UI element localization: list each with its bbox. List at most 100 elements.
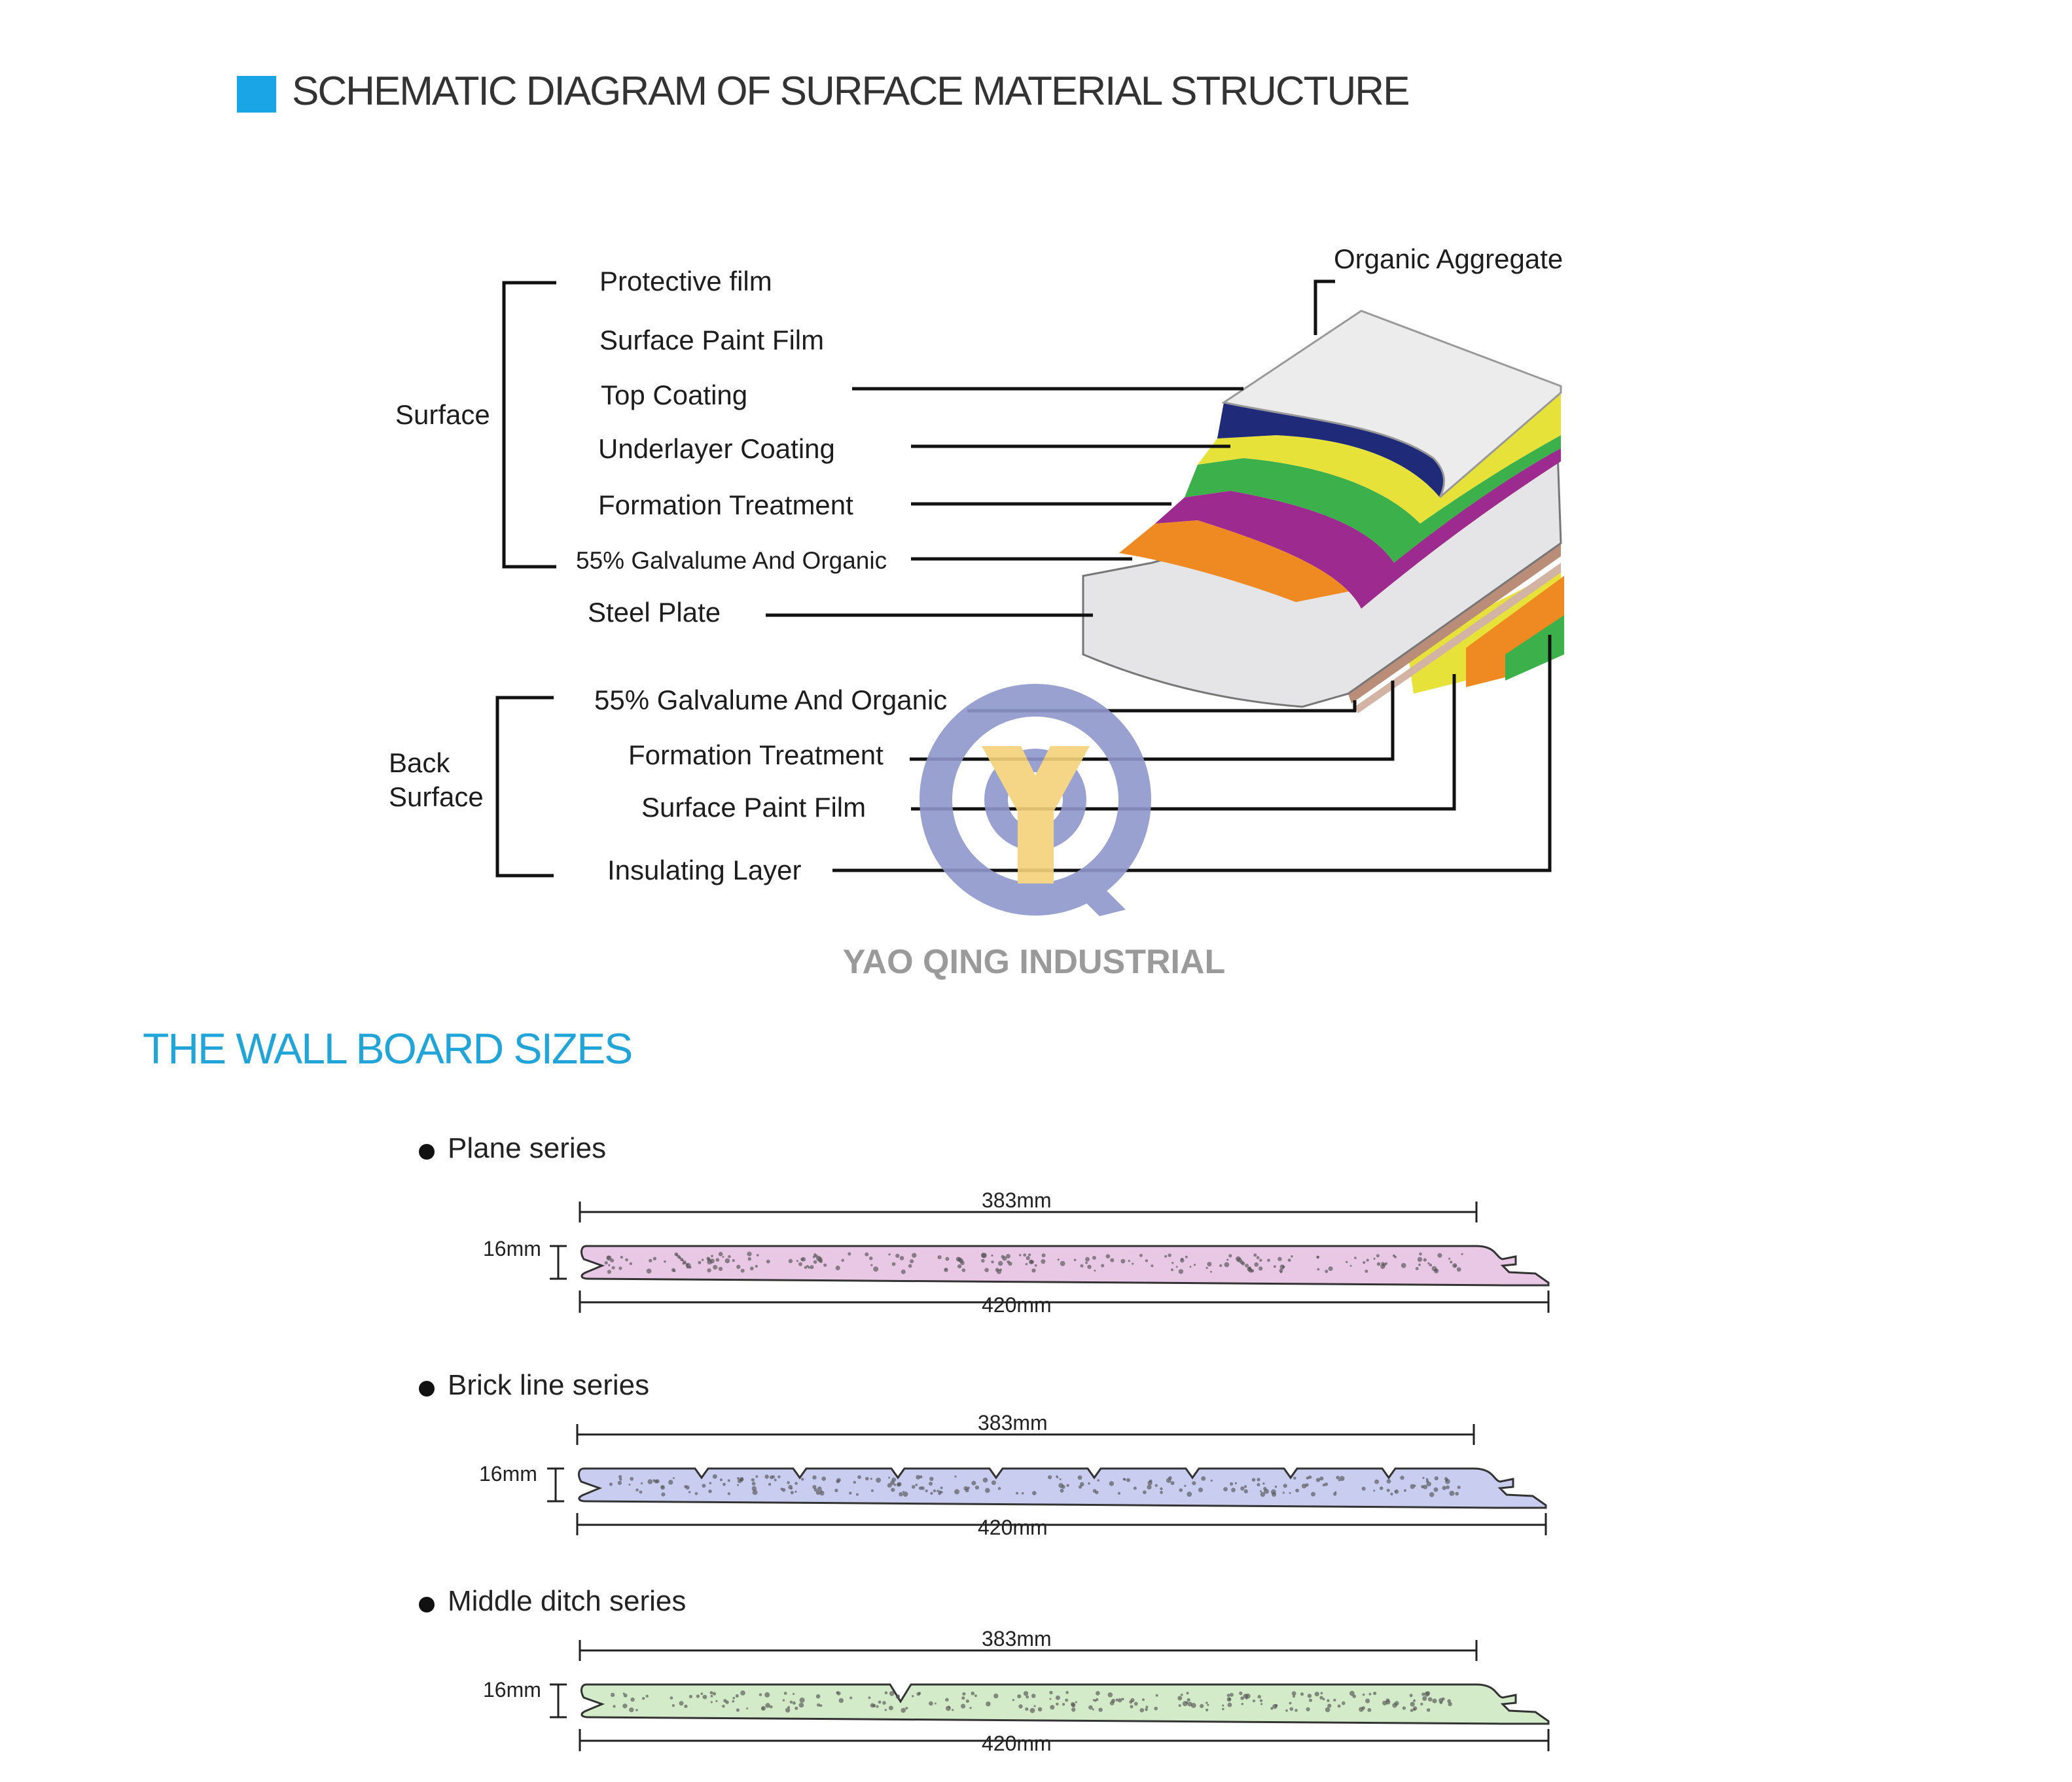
speckle [1058, 1483, 1063, 1488]
speckle [684, 1485, 687, 1488]
speckle [1429, 1492, 1435, 1497]
speckle [1373, 1691, 1377, 1696]
speckle [1026, 1695, 1029, 1699]
speckle [798, 1262, 802, 1266]
speckle [1178, 1704, 1181, 1707]
speckle [1241, 1262, 1245, 1266]
speckle [630, 1476, 634, 1481]
speckle [1049, 1690, 1053, 1695]
speckle [790, 1491, 794, 1495]
speckle [1018, 1254, 1022, 1256]
speckle [1032, 1491, 1037, 1495]
speckle [1164, 1255, 1168, 1258]
speckle [640, 1482, 643, 1485]
speckle [1295, 1488, 1299, 1493]
speckle [608, 1264, 611, 1267]
speckle [1394, 1490, 1397, 1493]
speckle [1257, 1483, 1260, 1487]
group-label-surface: Surface [395, 399, 490, 430]
speckle [732, 1696, 735, 1700]
speckle [1311, 1491, 1315, 1497]
speckle [1234, 1482, 1237, 1485]
speckle [1228, 1254, 1232, 1258]
speckle [1410, 1702, 1415, 1707]
speckle [838, 1698, 844, 1703]
speckle [655, 1479, 660, 1484]
speckle [671, 1704, 675, 1707]
speckle [749, 1266, 754, 1271]
speckle [870, 1264, 873, 1266]
speckle [1117, 1698, 1122, 1703]
speckle [1055, 1695, 1060, 1700]
speckle [870, 1478, 872, 1480]
speckle [1270, 1707, 1274, 1710]
speckle [1085, 1261, 1088, 1264]
speckle [1450, 1260, 1453, 1264]
speckle [962, 1692, 966, 1696]
speckle [646, 1268, 652, 1274]
speckle [718, 1252, 723, 1256]
green-layer [1185, 435, 1561, 563]
speckle [1177, 1696, 1183, 1701]
speckle [873, 1266, 879, 1272]
speckle [868, 1256, 873, 1260]
speckle [971, 1691, 975, 1696]
speckle [707, 1258, 711, 1262]
speckle [1435, 1268, 1438, 1272]
speckle [715, 1700, 718, 1702]
speckle [1374, 1479, 1380, 1484]
speckle [1180, 1258, 1185, 1263]
speckle [630, 1697, 635, 1702]
speckle [702, 1484, 706, 1488]
speckle [1368, 1692, 1372, 1696]
speckle [652, 1479, 656, 1482]
protective-film-layer [1221, 310, 1562, 499]
speckle [984, 1268, 989, 1272]
speckle [755, 1264, 759, 1268]
speckle [696, 1694, 700, 1698]
speckle [672, 1477, 675, 1480]
label-organic-aggregate: Organic Aggregate [1334, 243, 1563, 274]
speckle [1085, 1256, 1090, 1262]
speckle [963, 1486, 968, 1491]
speckle [1248, 1268, 1253, 1273]
speckle [1427, 1262, 1430, 1264]
speckle [1147, 1480, 1152, 1486]
speckle [1404, 1489, 1406, 1492]
speckle [815, 1490, 821, 1495]
speckle [1386, 1479, 1391, 1484]
speckle [1185, 1255, 1188, 1258]
speckle [649, 1258, 652, 1263]
speckle [1272, 1492, 1277, 1497]
speckle [1446, 1479, 1448, 1482]
speckle [1427, 1697, 1433, 1702]
speckle [897, 1482, 902, 1487]
speckle [604, 1261, 608, 1265]
speckle [1307, 1694, 1312, 1698]
speckle [1143, 1490, 1147, 1495]
speckle [1319, 1696, 1323, 1700]
speckle [661, 1486, 664, 1488]
speckle [889, 1691, 895, 1696]
speckle [682, 1262, 685, 1265]
back-film-stripe-2 [1355, 563, 1561, 713]
speckle [747, 1257, 752, 1261]
speckle [724, 1258, 730, 1264]
watermark-logo [920, 684, 1151, 916]
speckle [1437, 1253, 1442, 1258]
speckle [1379, 1486, 1384, 1490]
speckle [1291, 1255, 1293, 1258]
speckle [1056, 1476, 1059, 1479]
speckle [751, 1478, 755, 1482]
speckle [1095, 1490, 1099, 1495]
speckle [944, 1268, 948, 1272]
speckle [1030, 1260, 1034, 1264]
speckle [1128, 1260, 1131, 1262]
speckle [888, 1705, 893, 1711]
speckle [1094, 1270, 1096, 1272]
dim-top-brick: 383mm [978, 1411, 1048, 1435]
speckle [1424, 1691, 1430, 1697]
speckle [668, 1480, 673, 1485]
dimension-line-bottom [576, 1513, 1547, 1535]
speckle [1279, 1271, 1283, 1274]
